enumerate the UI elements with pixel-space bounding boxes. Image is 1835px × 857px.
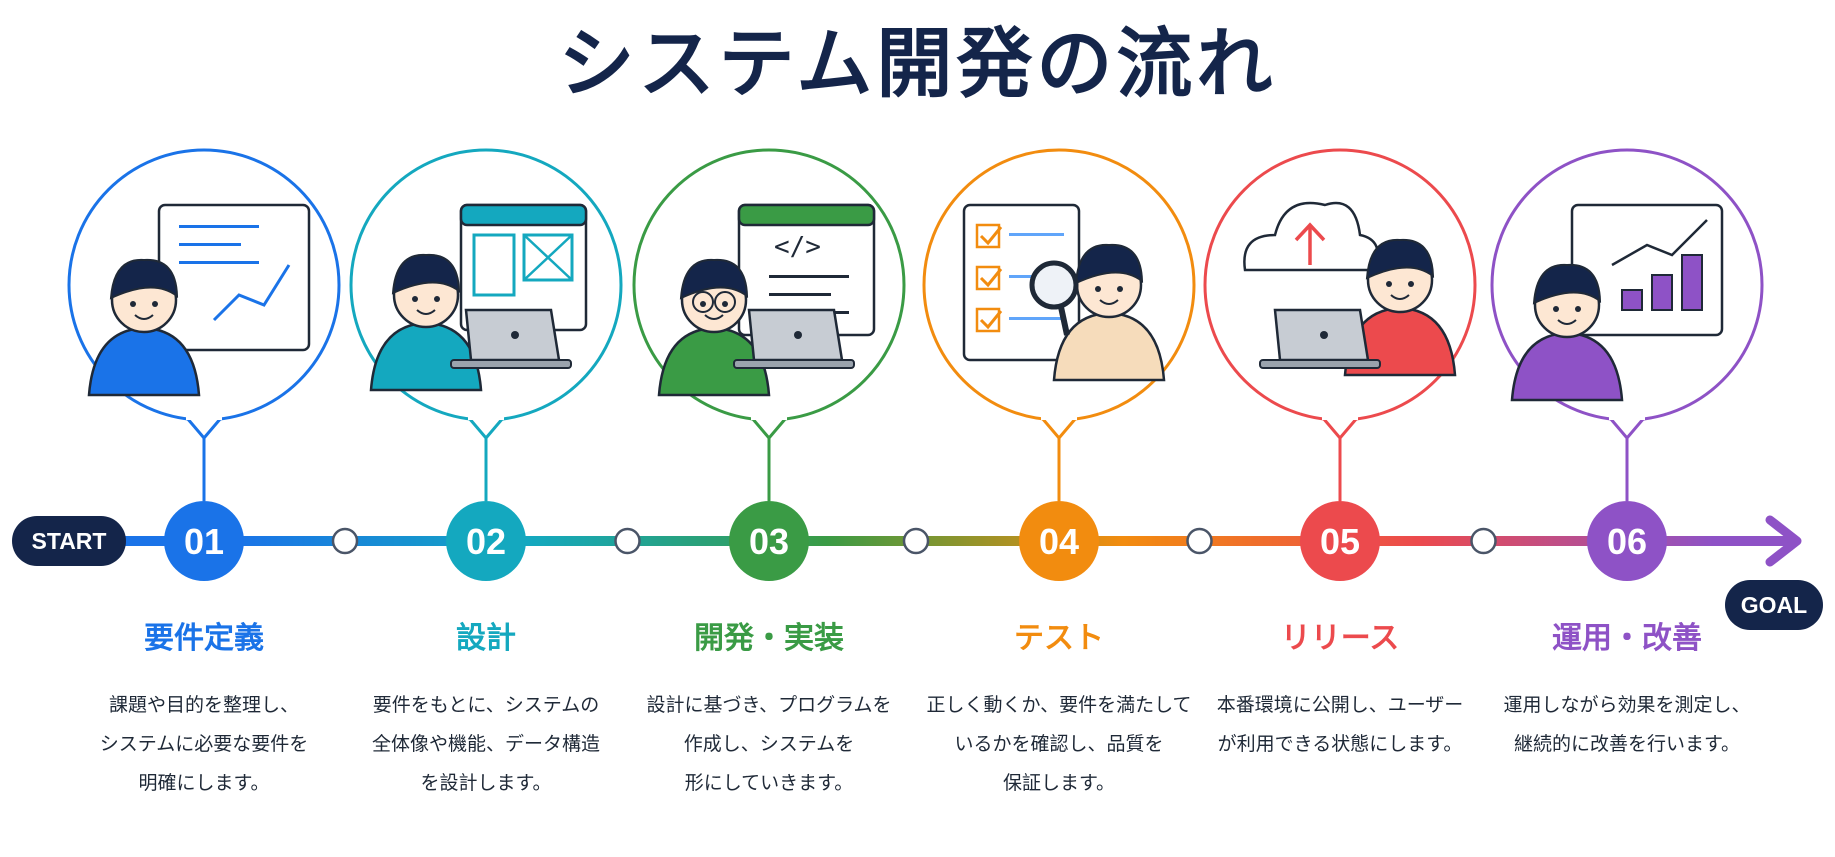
step-title: リリース xyxy=(1280,621,1400,656)
step-03: </> 03 xyxy=(632,148,906,581)
step-description: 正しく動くか、要件を満たしているかを確認し、品質を保証します。 xyxy=(919,686,1199,803)
connector-node xyxy=(614,527,641,555)
start-badge: START xyxy=(12,516,126,566)
timeline xyxy=(100,515,1802,567)
step-number: 06 xyxy=(1607,521,1647,562)
step-01: 01 xyxy=(67,148,341,581)
step-title: テスト xyxy=(1014,621,1104,656)
speech-pointer xyxy=(185,417,223,440)
step-description: 要件をもとに、システムの全体像や機能、データ構造を設計します。 xyxy=(346,686,626,803)
speech-pointer xyxy=(750,417,788,440)
step-number-badge xyxy=(1587,501,1667,581)
step-description: 本番環境に公開し、ユーザーが利用できる状態にします。 xyxy=(1200,686,1480,764)
step-title: 設計 xyxy=(456,621,516,656)
connector-node xyxy=(902,527,930,555)
step-number: 02 xyxy=(466,521,506,562)
description-line: 形にしていきます。 xyxy=(684,772,854,794)
description-line: を設計します。 xyxy=(420,772,552,794)
description-line: 設計に基づき、プログラムを xyxy=(646,694,892,716)
developer-with-code-window-icon: </> xyxy=(657,203,876,397)
speech-pointer xyxy=(1040,417,1078,440)
step-number-badge xyxy=(446,501,526,581)
speech-pointer xyxy=(1608,417,1646,440)
step-number: 03 xyxy=(749,521,789,562)
step-title: 要件定義 xyxy=(144,621,264,656)
page-title: システム開発の流れ xyxy=(558,19,1277,108)
speech-pointer xyxy=(1321,417,1359,440)
step-title: 開発・実装 xyxy=(694,621,844,656)
description-line: 本番環境に公開し、ユーザー xyxy=(1216,694,1464,716)
connector-node xyxy=(1470,527,1497,555)
step-02: 02 xyxy=(349,148,623,581)
description-line: 課題や目的を整理し、 xyxy=(108,694,299,716)
description-line: いるかを確認し、品質を xyxy=(954,733,1164,755)
description-line: 保証します。 xyxy=(1002,772,1116,794)
step-title: 運用・改善 xyxy=(1552,621,1702,656)
step-description: 課題や目的を整理し、システムに必要な要件を明確にします。 xyxy=(64,686,344,803)
releaser-with-cloud-upload-icon xyxy=(1243,201,1457,377)
description-line: 明確にします。 xyxy=(138,772,270,794)
step-markers: 01 02 </> 03 04 05 06 xyxy=(67,148,1764,581)
connector-node xyxy=(331,527,359,555)
step-description: 運用しながら効果を測定し、継続的に改善を行います。 xyxy=(1487,686,1767,764)
step-number-badge xyxy=(1300,501,1380,581)
svg-text:</>: </> xyxy=(774,232,821,262)
description-line: システムに必要な要件を xyxy=(99,733,309,755)
description-line: が利用できる状態にします。 xyxy=(1217,733,1463,755)
step-04: 04 xyxy=(922,148,1196,581)
operator-with-growth-chart-icon xyxy=(1510,203,1724,402)
description-line: 作成し、システムを xyxy=(683,733,855,755)
step-number-badge xyxy=(1019,501,1099,581)
step-number-badge xyxy=(729,501,809,581)
step-number: 04 xyxy=(1039,521,1079,562)
presenter-with-chart-icon xyxy=(87,203,311,397)
step-06: 06 xyxy=(1490,148,1764,581)
goal-badge: GOAL xyxy=(1725,580,1823,630)
description-line: 全体像や機能、データ構造 xyxy=(371,733,600,755)
step-description: 設計に基づき、プログラムを作成し、システムを形にしていきます。 xyxy=(629,686,909,803)
step-05: 05 xyxy=(1203,148,1477,581)
step-number: 05 xyxy=(1320,521,1360,562)
speech-pointer xyxy=(467,417,505,440)
tester-with-checklist-magnifier-icon xyxy=(962,203,1166,382)
illustration-circle xyxy=(1203,148,1477,422)
description-line: 継続的に改善を行います。 xyxy=(1513,733,1741,755)
step-number: 01 xyxy=(184,521,224,562)
connector-node xyxy=(1186,527,1213,555)
description-line: 正しく動くか、要件を満たして xyxy=(926,694,1192,716)
arrow-head-icon xyxy=(1765,515,1802,567)
designer-with-wireframe-icon xyxy=(369,203,588,392)
description-line: 要件をもとに、システムの xyxy=(372,694,600,716)
description-line: 運用しながら効果を測定し、 xyxy=(1503,694,1751,716)
timeline-line xyxy=(100,536,1790,546)
step-number-badge xyxy=(164,501,244,581)
